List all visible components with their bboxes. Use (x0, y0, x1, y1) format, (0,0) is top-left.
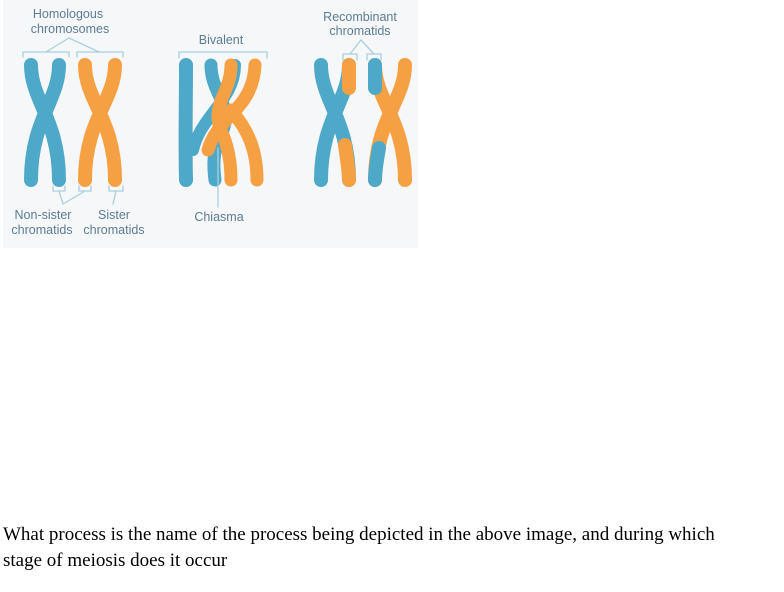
diagram-svg: Homologous chromosomes Bivalent Recombin… (11, 7, 412, 237)
label-recombinant-1: Recombinant (323, 10, 397, 24)
chromatid-brackets (52, 185, 124, 205)
label-homologous-2: chromosomes (31, 22, 110, 36)
label-bivalent: Bivalent (199, 33, 244, 47)
label-recombinant-2: chromatids (329, 24, 390, 38)
question-text: What process is the name of the process … (3, 522, 784, 574)
recombinant-chromosome-left (314, 58, 356, 187)
homologous-bracket (22, 37, 124, 58)
homologous-chromosome-orange (78, 58, 122, 187)
recombinant-chromosome-right (368, 58, 412, 187)
label-sister-1: Sister (98, 208, 130, 222)
label-sister-2: chromatids (83, 223, 144, 237)
label-non-sister-2: chromatids (11, 223, 72, 237)
bivalent-orange (201, 58, 264, 187)
recombinant-bracket (342, 39, 382, 61)
homologous-chromosome-blue (24, 58, 66, 187)
label-homologous-1: Homologous (33, 7, 103, 21)
crossing-over-diagram: Homologous chromosomes Bivalent Recombin… (3, 0, 418, 248)
question-line-1: What process is the name of the process … (3, 524, 715, 545)
question-line-2: stage of meiosis does it occur (3, 550, 228, 571)
label-non-sister-1: Non-sister (15, 208, 72, 222)
label-chiasma: Chiasma (194, 210, 243, 224)
bivalent-bracket (178, 51, 268, 59)
